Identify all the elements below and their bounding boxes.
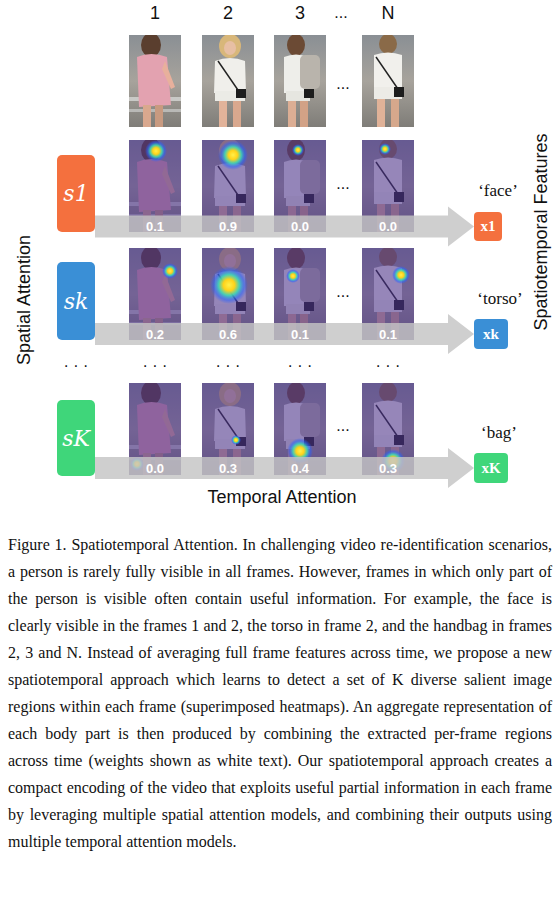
ellipsis: · · · bbox=[64, 358, 89, 374]
attention-weight: 0.6 bbox=[219, 328, 237, 341]
attention-weight: 0.0 bbox=[291, 220, 309, 233]
feature-symbol: xk bbox=[483, 326, 499, 343]
ellipsis: ... bbox=[336, 284, 349, 300]
axis-label: Temporal Attention bbox=[207, 488, 356, 506]
feature-box: x1 bbox=[474, 212, 502, 241]
ellipsis: ... bbox=[336, 418, 349, 434]
heatmaps bbox=[130, 140, 410, 473]
frame-index: 3 bbox=[295, 4, 305, 22]
ellipsis: · · · bbox=[216, 358, 241, 374]
ellipsis: · · · bbox=[288, 358, 313, 374]
ellipsis: · · · bbox=[143, 358, 168, 374]
attention-weight: 0.1 bbox=[291, 328, 309, 341]
attention-weight: 0.2 bbox=[146, 328, 164, 341]
spatial-attention-box: sK bbox=[57, 400, 95, 476]
ellipsis: · · · bbox=[376, 358, 401, 374]
video-frames bbox=[129, 33, 414, 127]
spatial-attention-box: s1 bbox=[57, 155, 95, 232]
attention-symbol: sk bbox=[64, 289, 89, 314]
attention-weight: 0.3 bbox=[379, 462, 397, 475]
part-name: ‘torso’ bbox=[477, 290, 522, 307]
frame-index: 2 bbox=[223, 4, 233, 22]
attention-symbol: s1 bbox=[63, 181, 88, 206]
spatial-attention-box: sk bbox=[57, 262, 95, 340]
frame-index: N bbox=[382, 4, 395, 22]
axis-label: Spatial Attention bbox=[15, 235, 33, 365]
temporal-attention-arrow bbox=[95, 207, 474, 247]
part-name: ‘face’ bbox=[478, 182, 518, 199]
feature-symbol: xK bbox=[481, 460, 500, 477]
attention-weight: 0.0 bbox=[146, 462, 164, 475]
purple-tint bbox=[129, 140, 414, 475]
attention-weight: 0.4 bbox=[291, 462, 309, 475]
attention-weight: 0.0 bbox=[379, 220, 397, 233]
axis-label: Spatiotemporal Features bbox=[532, 133, 550, 330]
attention-weight: 0.1 bbox=[379, 328, 397, 341]
attention-frames bbox=[129, 138, 414, 475]
temporal-attention-arrow bbox=[95, 448, 474, 488]
frame-index: 1 bbox=[150, 4, 160, 22]
feature-symbol: x1 bbox=[481, 218, 496, 235]
feature-box: xK bbox=[474, 453, 508, 483]
part-name: ‘bag’ bbox=[481, 424, 517, 441]
figure-caption: Figure 1. Spatiotemporal Attention. In c… bbox=[8, 531, 552, 855]
ellipsis: ... bbox=[336, 176, 349, 192]
feature-box: xk bbox=[474, 319, 508, 349]
ellipsis: ... bbox=[336, 76, 349, 92]
temporal-attention-arrow bbox=[95, 314, 474, 354]
ellipsis: ... bbox=[334, 5, 347, 21]
attention-symbol: sK bbox=[62, 426, 90, 451]
attention-weight: 0.9 bbox=[219, 220, 237, 233]
attention-weight: 0.1 bbox=[146, 220, 164, 233]
attention-weight: 0.3 bbox=[219, 462, 237, 475]
